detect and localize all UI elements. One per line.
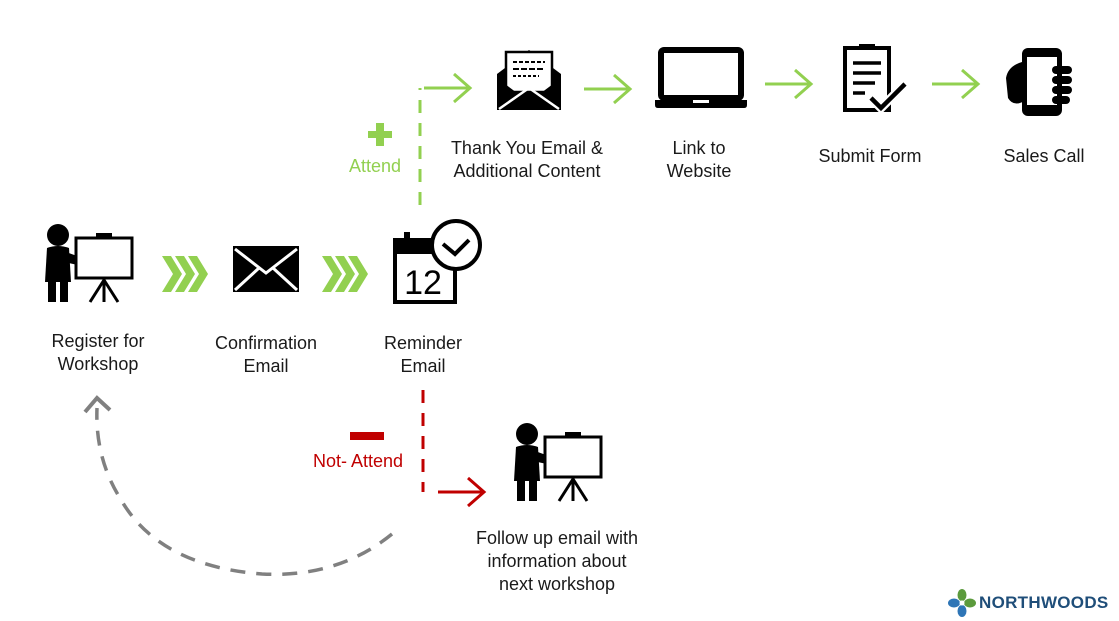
step-label-link: Link to Website bbox=[666, 138, 732, 181]
calendar-day: 12 bbox=[404, 264, 442, 302]
attend-arrow-1 bbox=[422, 72, 472, 104]
envelope-icon bbox=[233, 246, 299, 292]
not-attend-branch bbox=[350, 390, 486, 508]
step-label-register: Register for Workshop bbox=[51, 331, 145, 374]
phone-in-hand-icon bbox=[1006, 48, 1072, 116]
chevron-arrow-1 bbox=[162, 256, 208, 292]
step-label-thank-you: Thank You Email & Additional Content bbox=[450, 138, 604, 181]
not-attend-label: Not- Attend bbox=[313, 451, 404, 471]
brand-name: NORTHWOODS bbox=[979, 593, 1109, 612]
northwoods-logo-icon bbox=[948, 589, 976, 617]
attend-arrow-2 bbox=[582, 73, 632, 105]
laptop-icon bbox=[655, 47, 747, 108]
presenter-icon bbox=[512, 421, 603, 503]
form-check-icon bbox=[843, 44, 909, 115]
step-label-reminder: Reminder Email bbox=[383, 333, 463, 376]
step-label-follow-up: Follow up email with information about n… bbox=[475, 528, 639, 594]
step-label-submit: Submit Form bbox=[818, 146, 922, 166]
minus-icon bbox=[350, 432, 384, 440]
attend-branch bbox=[368, 68, 980, 205]
open-envelope-icon bbox=[497, 50, 561, 111]
step-label-confirmation: Confirmation Email bbox=[214, 333, 318, 376]
attend-label: Attend bbox=[349, 156, 402, 176]
loop-back-arrow bbox=[83, 395, 394, 577]
presenter-icon bbox=[43, 222, 134, 304]
attend-arrow-4 bbox=[930, 68, 980, 100]
plus-icon bbox=[368, 123, 392, 146]
not-attend-arrow bbox=[436, 476, 486, 508]
attend-arrow-3 bbox=[763, 68, 813, 100]
calendar-clock-icon: 12 bbox=[393, 219, 482, 304]
step-label-sales: Sales Call bbox=[1003, 146, 1085, 166]
chevron-arrow-2 bbox=[322, 256, 368, 292]
